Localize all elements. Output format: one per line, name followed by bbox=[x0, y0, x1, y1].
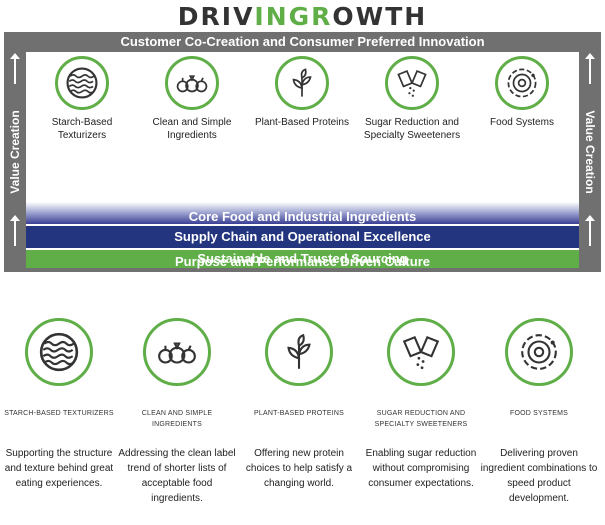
vegetables-icon bbox=[176, 75, 208, 93]
pillar-starch: Starch-Based Texturizers bbox=[27, 56, 137, 142]
up-arrow-icon bbox=[585, 53, 595, 84]
detail-food-systems: FOOD SYSTEMS Delivering proven ingredien… bbox=[480, 318, 598, 504]
detail-caption: SUGAR REDUCTION AND SPECIALTY SWEETENERS bbox=[374, 410, 468, 428]
detail-caption: CLEAN AND SIMPLE INGREDIENTS bbox=[141, 410, 213, 428]
detail-description: Addressing the clean label trend of shor… bbox=[118, 448, 236, 504]
top-band: Customer Co-Creation and Consumer Prefer… bbox=[120, 34, 485, 49]
detail-description: Enabling sugar reduction without comprom… bbox=[365, 448, 477, 489]
wave-icon bbox=[66, 67, 98, 99]
supply-band: Supply Chain and Operational Excellence bbox=[26, 226, 579, 248]
core-gradient bbox=[26, 202, 579, 224]
pillar-protein: Plant-Based Proteins bbox=[247, 56, 357, 129]
up-arrow-icon bbox=[585, 215, 595, 246]
detail-caption: STARCH-BASED TEXTURIZERS bbox=[4, 410, 114, 417]
sprout-icon bbox=[287, 333, 311, 369]
sprout-icon bbox=[292, 68, 312, 97]
up-arrow-icon bbox=[10, 53, 20, 84]
sourcing-band: Sustainable and Trusted Sourcing bbox=[26, 250, 579, 268]
food-systems-icon bbox=[521, 334, 557, 370]
detail-starch: STARCH-BASED TEXTURIZERS Supporting the … bbox=[0, 318, 118, 489]
wave-icon bbox=[39, 332, 79, 372]
sweetener-icon bbox=[402, 335, 440, 370]
detail-description: Delivering proven ingredient combination… bbox=[480, 448, 598, 504]
pillar-food-systems: Food Systems bbox=[467, 56, 577, 129]
framework-inner: Starch-Based Texturizers Clean and Simpl… bbox=[26, 52, 579, 268]
detail-caption: FOOD SYSTEMS bbox=[509, 410, 569, 417]
vegetables-icon bbox=[158, 342, 196, 364]
sweetener-icon bbox=[397, 70, 427, 97]
detail-protein: PLANT-BASED PROTEINS Offering new protei… bbox=[240, 318, 358, 489]
up-arrow-icon bbox=[10, 215, 20, 246]
detail-sugar: SUGAR REDUCTION AND SPECIALTY SWEETENERS… bbox=[362, 318, 480, 489]
framework-diagram: Customer Co-Creation and Consumer Prefer… bbox=[4, 32, 601, 272]
detail-description: Supporting the structure and texture beh… bbox=[4, 448, 114, 489]
detail-caption: PLANT-BASED PROTEINS bbox=[254, 410, 344, 417]
pillar-clean: Clean and Simple Ingredients bbox=[137, 56, 247, 142]
detail-clean: CLEAN AND SIMPLE INGREDIENTS Addressing … bbox=[118, 318, 236, 504]
food-systems-icon bbox=[507, 68, 537, 98]
pillar-sugar: Sugar Reduction and Specialty Sweeteners bbox=[357, 56, 467, 142]
page-title: DRIVINGROWTH bbox=[177, 2, 428, 31]
detail-description: Offering new protein choices to help sat… bbox=[245, 448, 353, 489]
core-band: Core Food and Industrial Ingredients bbox=[188, 209, 417, 224]
bottom-band: Purpose and Performance Driven Culture bbox=[174, 254, 430, 269]
side-label-right: Value Creation bbox=[579, 52, 601, 252]
side-label-left: Value Creation bbox=[4, 52, 26, 252]
